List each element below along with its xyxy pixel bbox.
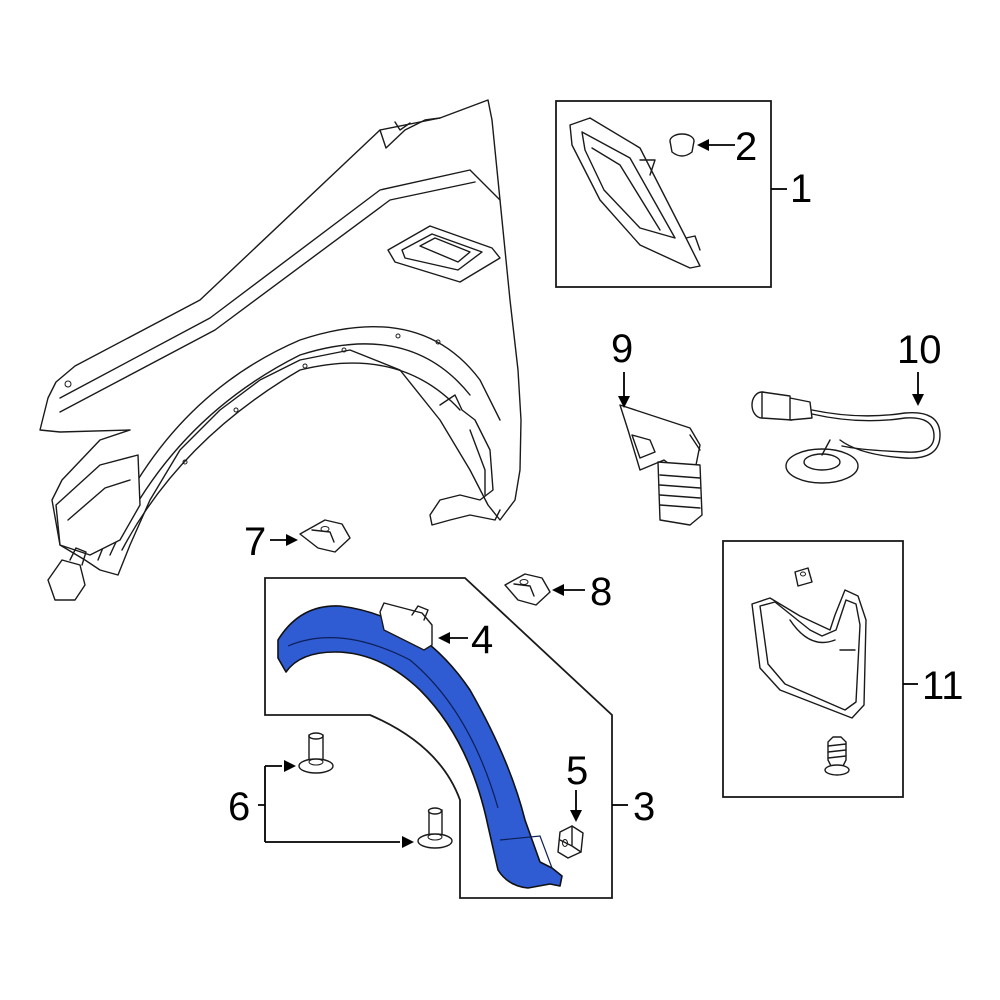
callout-5: 5: [566, 749, 588, 793]
callout-10: 10: [897, 328, 942, 372]
leader-6-arrow-lower: [402, 836, 414, 848]
pin-6-upper-part: [298, 732, 334, 774]
molding-group-box: [264, 577, 613, 899]
callout-1: 1: [790, 167, 812, 211]
fender-vent-part: [569, 117, 701, 269]
bracket-7-part: [299, 519, 351, 553]
harness-part: [751, 391, 941, 484]
vent-group-box: [555, 100, 772, 288]
leader-6-arrow-upper: [284, 760, 296, 772]
leader-6: [258, 765, 400, 843]
callout-6: 6: [228, 785, 250, 829]
splash-guard-screw-part: [824, 736, 850, 776]
sensor-part: [619, 404, 703, 526]
bracket-8-part: [504, 573, 551, 606]
leader-5-arrow: [570, 810, 582, 822]
pin-6-lower-part: [417, 807, 453, 849]
molding-pad-part: [379, 602, 433, 651]
callout-9: 9: [611, 327, 633, 371]
fender-panel: [39, 99, 522, 601]
splash-guard-part: [751, 567, 867, 719]
leader-9-arrow: [618, 396, 630, 408]
callout-2: 2: [735, 125, 757, 169]
leader-4-arrow: [438, 632, 450, 644]
callout-8: 8: [590, 570, 612, 614]
leader-2-arrow: [697, 139, 709, 151]
clip-5-part: [557, 825, 584, 859]
callout-3: 3: [633, 785, 655, 829]
splash-guard-group-box: [722, 540, 904, 798]
callout-4: 4: [471, 618, 493, 662]
leader-10-arrow: [912, 394, 924, 406]
callout-7: 7: [244, 520, 266, 564]
leader-7-arrow: [286, 534, 298, 546]
leader-8-arrow: [552, 584, 564, 596]
callout-11: 11: [922, 664, 964, 708]
vent-clip-part: [669, 133, 695, 157]
